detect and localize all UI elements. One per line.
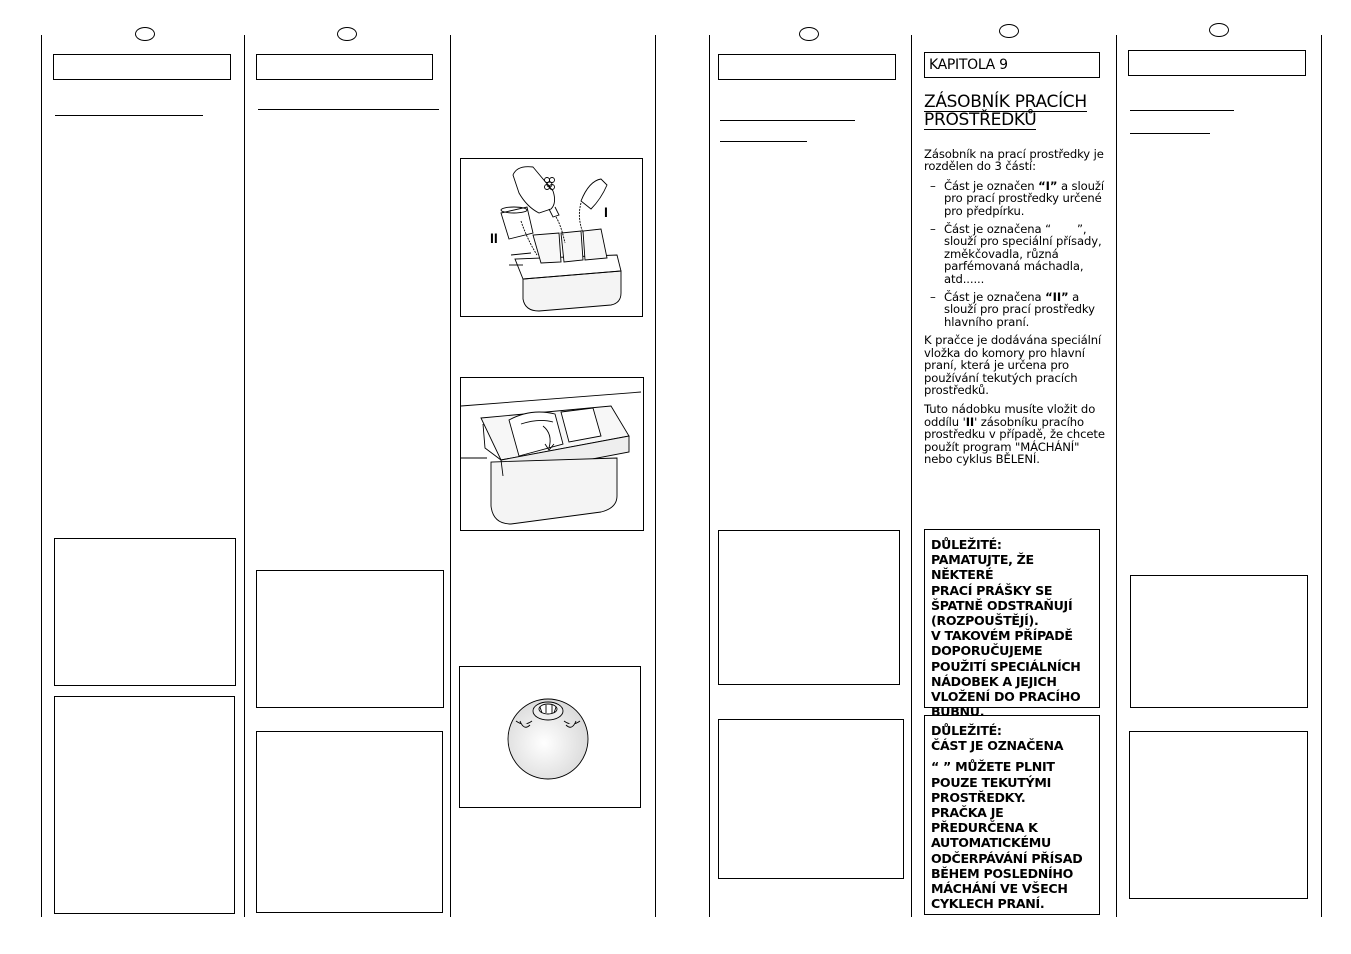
language-oval (135, 27, 155, 41)
empty-box (256, 570, 444, 708)
chapter-label: KAPITOLA 9 (929, 57, 1008, 73)
figure-drawer-filling: I II (460, 158, 643, 317)
column-rule (709, 35, 710, 917)
column-rule (1321, 35, 1322, 917)
title-underline (720, 141, 807, 142)
empty-box (718, 719, 904, 879)
title-underline (1130, 133, 1210, 134)
empty-box (54, 696, 235, 914)
figure-liquid-insert (460, 377, 644, 531)
column-rule (1116, 35, 1117, 917)
chapter-header: KAPITOLA 9 (924, 52, 1100, 78)
section-title: ZÁSOBNÍK PRACÍCH PROSTŘEDKŮ (924, 94, 1109, 130)
insert-paragraph: K pračce je dodávána speciální vložka do… (924, 333, 1102, 397)
title-underline (1130, 110, 1234, 111)
column-rule (450, 35, 451, 917)
list-item: – Část je označena “II” a slouží pro pra… (930, 290, 1095, 329)
label-compartment-I: I (604, 204, 608, 220)
important-box: DŮLEŽITÉ: ČÁST JE OZNAČENA “ ” MŮŽETE PL… (924, 715, 1100, 915)
liquid-insert-illustration (460, 391, 642, 525)
language-oval (1209, 23, 1229, 37)
language-oval (799, 27, 819, 41)
chapter-header-box (718, 54, 896, 80)
column-rule (244, 35, 245, 917)
title-underline (55, 115, 203, 116)
list-item: – Část je označena “”, slouží pro speciá… (930, 222, 1102, 286)
detergent-drawer-illustration: I II (490, 166, 622, 312)
language-oval (337, 27, 357, 41)
label-compartment-II: II (490, 230, 498, 246)
chapter-header-box (256, 54, 433, 80)
column-rule (911, 35, 912, 917)
empty-box (1129, 731, 1308, 899)
empty-box (718, 530, 900, 685)
important-box: DŮLEŽITÉ: PAMATUJTE, ŽE NĚKTERÉ PRACÍ PR… (924, 529, 1100, 719)
figure-dosing-ball (459, 666, 641, 808)
column-rule (41, 35, 42, 917)
body-text: Zásobník na prací prostředky je rozdělen… (924, 148, 1106, 472)
intro-text: Zásobník na prací prostředky je rozdělen… (924, 147, 1104, 174)
empty-box (1130, 575, 1308, 708)
list-item: – Část je označen “I” a slouží pro prací… (930, 178, 1104, 218)
empty-box (54, 538, 236, 686)
column-rule (655, 35, 656, 917)
dosing-ball-illustration (507, 698, 589, 780)
language-oval (999, 24, 1019, 38)
chapter-header-box (53, 54, 231, 80)
chapter-header-box (1128, 50, 1306, 76)
section-title-line2: PROSTŘEDKŮ (924, 110, 1037, 130)
title-underline (720, 120, 855, 121)
empty-box (256, 731, 443, 913)
rinse-paragraph: Tuto nádobku musíte vložit do oddílu 'II… (924, 402, 1105, 466)
title-underline (258, 109, 439, 110)
